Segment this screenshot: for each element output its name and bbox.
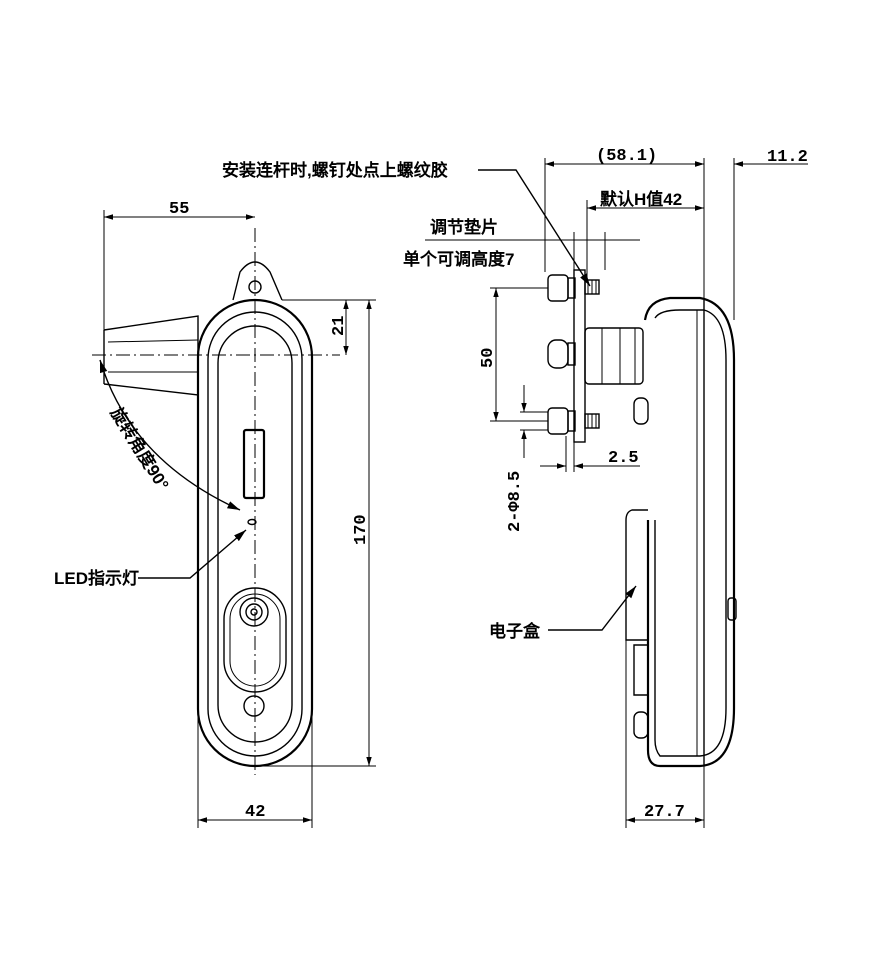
side-view: 电子盒 安装连杆时,螺钉处点上螺纹胶 (58.1) 11.2 默认H值42 调节… <box>222 147 808 828</box>
dim-42-label: 42 <box>245 803 265 822</box>
dim-58-label: (58.1) <box>596 147 657 166</box>
front-panel-recess <box>217 325 293 743</box>
holes-label: 2-Φ8.5 <box>506 471 525 532</box>
rotation-arc <box>99 359 241 511</box>
led-label: LED指示灯 <box>54 568 139 588</box>
shim-label: 调节垫片 <box>430 217 498 237</box>
bottom-button <box>243 695 265 717</box>
lock-cylinder-outer <box>239 597 269 627</box>
shim-height-label: 单个可调高度7 <box>403 249 514 269</box>
bottom-screw <box>547 407 600 435</box>
side-body-outer <box>643 296 736 768</box>
electronic-box-leader <box>548 585 637 631</box>
top-lug <box>232 261 283 301</box>
side-body-inner <box>654 309 727 757</box>
indicator-window <box>242 428 266 500</box>
lock-cylinder-recess <box>223 587 287 693</box>
electronic-box <box>625 509 648 641</box>
top-screw <box>547 274 600 302</box>
electronic-box-lower <box>633 644 648 696</box>
lower-stud <box>633 711 649 739</box>
dim-2-5-label: 2.5 <box>608 449 639 468</box>
middle-screw <box>547 339 576 369</box>
dim-21-label: 21 <box>330 316 349 336</box>
front-view: 旋转角度90° LED指示灯 55 21 170 42 <box>54 200 376 828</box>
shaft <box>584 327 644 385</box>
side-button <box>727 597 737 621</box>
upper-stud <box>633 397 649 425</box>
dim-50-label: 50 <box>479 348 498 368</box>
thread-glue-label: 安装连杆时,螺钉处点上螺纹胶 <box>222 160 448 180</box>
dim-170-label: 170 <box>352 514 371 545</box>
lock-cylinder-inner <box>250 608 258 616</box>
thread-glue-leader <box>478 169 591 287</box>
handle-lever-edge <box>107 339 199 343</box>
dim-27-label: 27.7 <box>644 803 685 822</box>
default-h-label: 默认H值42 <box>600 189 682 209</box>
lock-cylinder-mid <box>245 603 263 621</box>
dim-55-label: 55 <box>169 200 189 219</box>
electronic-box-label: 电子盒 <box>489 621 541 641</box>
lock-cylinder-recess-inner <box>229 593 281 687</box>
led-leader-line <box>138 529 247 579</box>
lug-hole <box>248 280 262 294</box>
led-indicator-icon <box>247 518 257 526</box>
rotation-angle-label: 旋转角度90° <box>106 403 173 494</box>
dim-11-label: 11.2 <box>767 148 808 167</box>
front-body-inner <box>207 311 303 757</box>
